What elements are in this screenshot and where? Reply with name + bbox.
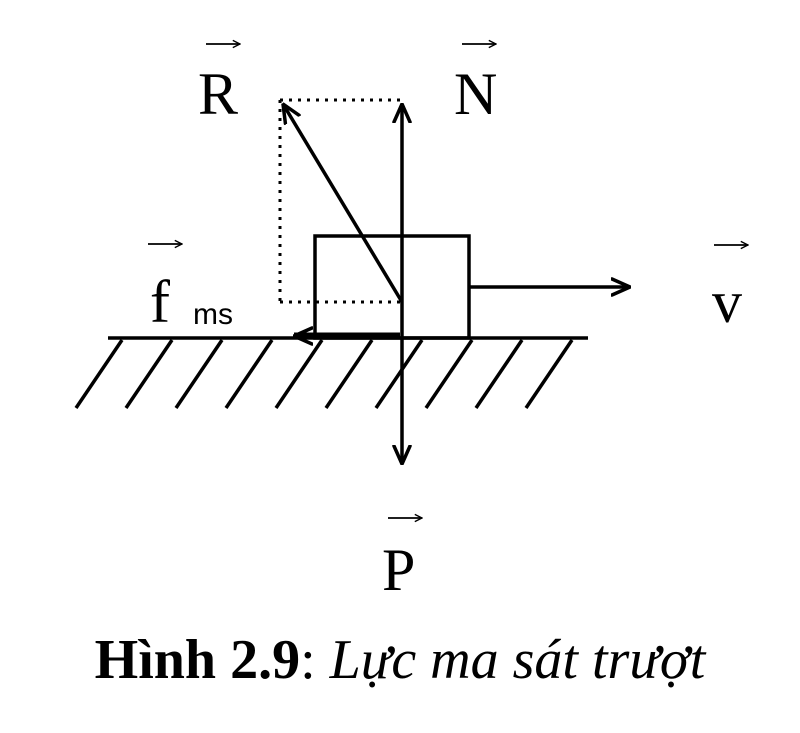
label-resultant-text: R bbox=[198, 61, 238, 127]
caption-separator: : bbox=[300, 629, 316, 691]
label-weight-text: P bbox=[382, 537, 415, 603]
label-friction-subscript: ms bbox=[193, 298, 233, 331]
caption-title: Lực ma sát trượt bbox=[329, 629, 707, 691]
label-velocity-text: v bbox=[712, 269, 742, 335]
label-velocity: v bbox=[712, 245, 748, 335]
label-normal-text: N bbox=[454, 61, 497, 127]
label-friction-text: f bbox=[150, 269, 170, 335]
ground bbox=[74, 336, 588, 409]
caption-number: Hình 2.9 bbox=[95, 629, 300, 691]
resultant-force-arrow bbox=[283, 104, 404, 303]
label-resultant: R bbox=[198, 44, 240, 127]
construction-lines bbox=[278, 98, 402, 304]
ground-hatching bbox=[74, 339, 574, 409]
figure-caption: Hình 2.9:Lực ma sát trượt bbox=[95, 629, 707, 691]
label-weight: P bbox=[382, 518, 422, 603]
label-normal: N bbox=[454, 44, 497, 127]
label-friction: f ms bbox=[148, 244, 233, 335]
